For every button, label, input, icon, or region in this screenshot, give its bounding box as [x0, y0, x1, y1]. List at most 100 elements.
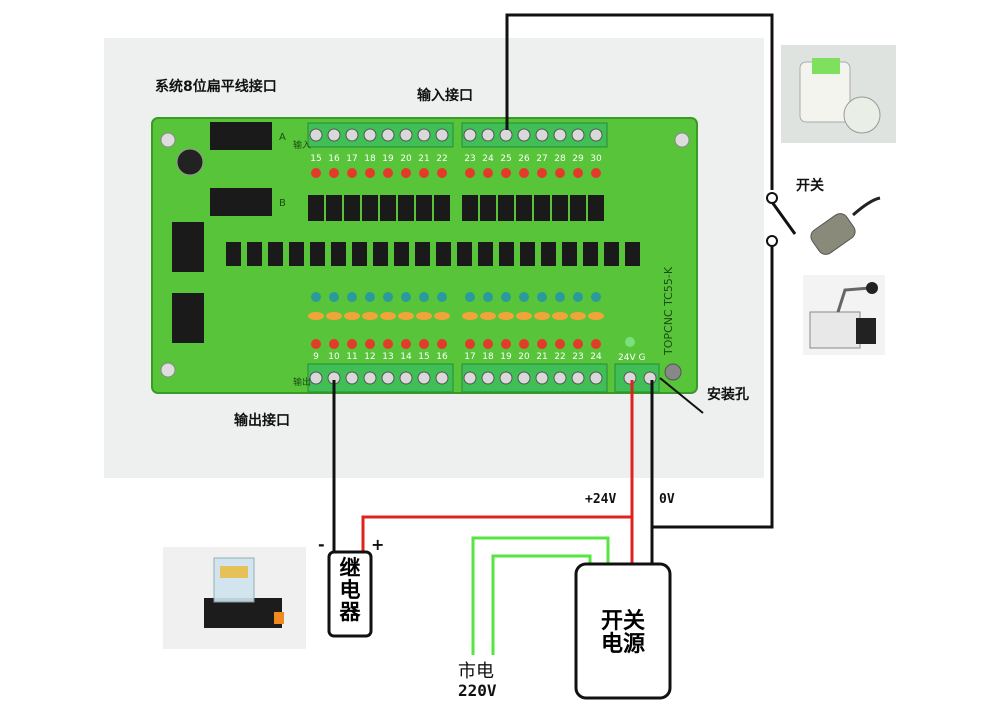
- output-channel-number: 16: [436, 352, 448, 362]
- output-channel-number: 19: [500, 352, 512, 362]
- driver-chip: [331, 242, 346, 266]
- output-channel-number: 13: [382, 352, 393, 362]
- input-channel-number: 28: [554, 154, 566, 164]
- board-model-silk: TOPCNC TC55-K: [662, 266, 675, 356]
- relay-minus-label: -: [318, 535, 325, 554]
- push-button-head: [843, 96, 881, 134]
- terminal-screw: [589, 371, 603, 385]
- input-led: [347, 168, 357, 178]
- terminal-screw: [553, 128, 567, 142]
- terminal-screw: [553, 371, 567, 385]
- input-led: [573, 168, 583, 178]
- output-led: [329, 339, 339, 349]
- output-led: [537, 339, 547, 349]
- output-channel-number: 22: [554, 352, 565, 362]
- output-channel-number: 14: [400, 352, 412, 362]
- transistor: [483, 292, 493, 302]
- terminal-screw: [309, 128, 323, 142]
- input-channel-number: 25: [500, 154, 511, 164]
- transistor: [365, 292, 375, 302]
- driver-chip: [394, 242, 409, 266]
- input-led: [419, 168, 429, 178]
- optocoupler: [498, 195, 514, 221]
- input-led: [329, 168, 339, 178]
- terminal-screw: [381, 371, 395, 385]
- input-led: [365, 168, 375, 178]
- input-channel-number: 23: [464, 154, 475, 164]
- board-input-tag: 输入: [293, 139, 311, 151]
- driver-chip: [226, 242, 241, 266]
- input-led: [465, 168, 475, 178]
- driver-chip: [268, 242, 283, 266]
- mains-voltage-label: 220V: [458, 681, 497, 700]
- mains-wire-2: [491, 554, 592, 655]
- resistor: [434, 312, 450, 320]
- mount-hole: [160, 362, 176, 378]
- plus24v-wire: [361, 380, 634, 552]
- input-led: [401, 168, 411, 178]
- driver-chip: [457, 242, 472, 266]
- output-led: [347, 339, 357, 349]
- driver-chip: [415, 242, 430, 266]
- transistor: [573, 292, 583, 302]
- output-led: [465, 339, 475, 349]
- output-channel-number: 17: [464, 352, 475, 362]
- output-channel-number: 11: [346, 352, 357, 362]
- terminal-screw: [481, 371, 495, 385]
- limit-switch-end: [856, 318, 876, 344]
- output-channel-number: 15: [418, 352, 429, 362]
- optocoupler: [326, 195, 342, 221]
- output-led: [437, 339, 447, 349]
- mount-hole: [674, 132, 690, 148]
- input-wire-to-switch: [505, 13, 774, 190]
- transistor: [537, 292, 547, 302]
- output-led: [519, 339, 529, 349]
- input-led: [383, 168, 393, 178]
- output-channel-number: 24: [590, 352, 602, 362]
- proximity-sensor-photo: [810, 213, 856, 255]
- driver-chip: [436, 242, 451, 266]
- output-channel-number: 12: [364, 352, 375, 362]
- transistor: [465, 292, 475, 302]
- output-led: [555, 339, 565, 349]
- input-led: [591, 168, 601, 178]
- input-channel-number: 17: [346, 154, 357, 164]
- optocoupler: [344, 195, 360, 221]
- output-led: [311, 339, 321, 349]
- relay-box: [327, 550, 373, 638]
- output-led: [483, 339, 493, 349]
- terminal-screw: [499, 371, 513, 385]
- transistor: [347, 292, 357, 302]
- board-output-tag: 输出: [293, 376, 311, 388]
- terminal-screw: [643, 371, 657, 385]
- output-port-label: 输出接口: [234, 413, 290, 429]
- switch-label: 开关: [796, 178, 824, 194]
- input-led: [537, 168, 547, 178]
- output-led: [501, 339, 511, 349]
- terminal-screw: [535, 128, 549, 142]
- terminal-screw: [327, 128, 341, 142]
- resistor: [498, 312, 514, 320]
- power-supply-label: 开关 电源: [600, 609, 645, 658]
- sensor-cable: [852, 196, 881, 217]
- power-led: [625, 337, 635, 347]
- relay-coil: [220, 566, 248, 578]
- terminal-screw: [463, 128, 477, 142]
- limit-switch-body: [809, 311, 861, 349]
- terminal-screws: [309, 128, 657, 385]
- relay-plus-label: +: [371, 535, 385, 554]
- relay-body: [213, 557, 255, 603]
- transistor: [311, 292, 321, 302]
- mains-label: 市电: [458, 661, 494, 682]
- input-port-label: 输入接口: [417, 88, 473, 104]
- transistor: [591, 292, 601, 302]
- driver-chip: [604, 242, 619, 266]
- relay-box-label: 继 电 器: [339, 556, 361, 625]
- driver-chip: [310, 242, 325, 266]
- optocoupler: [362, 195, 378, 221]
- output-led: [419, 339, 429, 349]
- transistor: [519, 292, 529, 302]
